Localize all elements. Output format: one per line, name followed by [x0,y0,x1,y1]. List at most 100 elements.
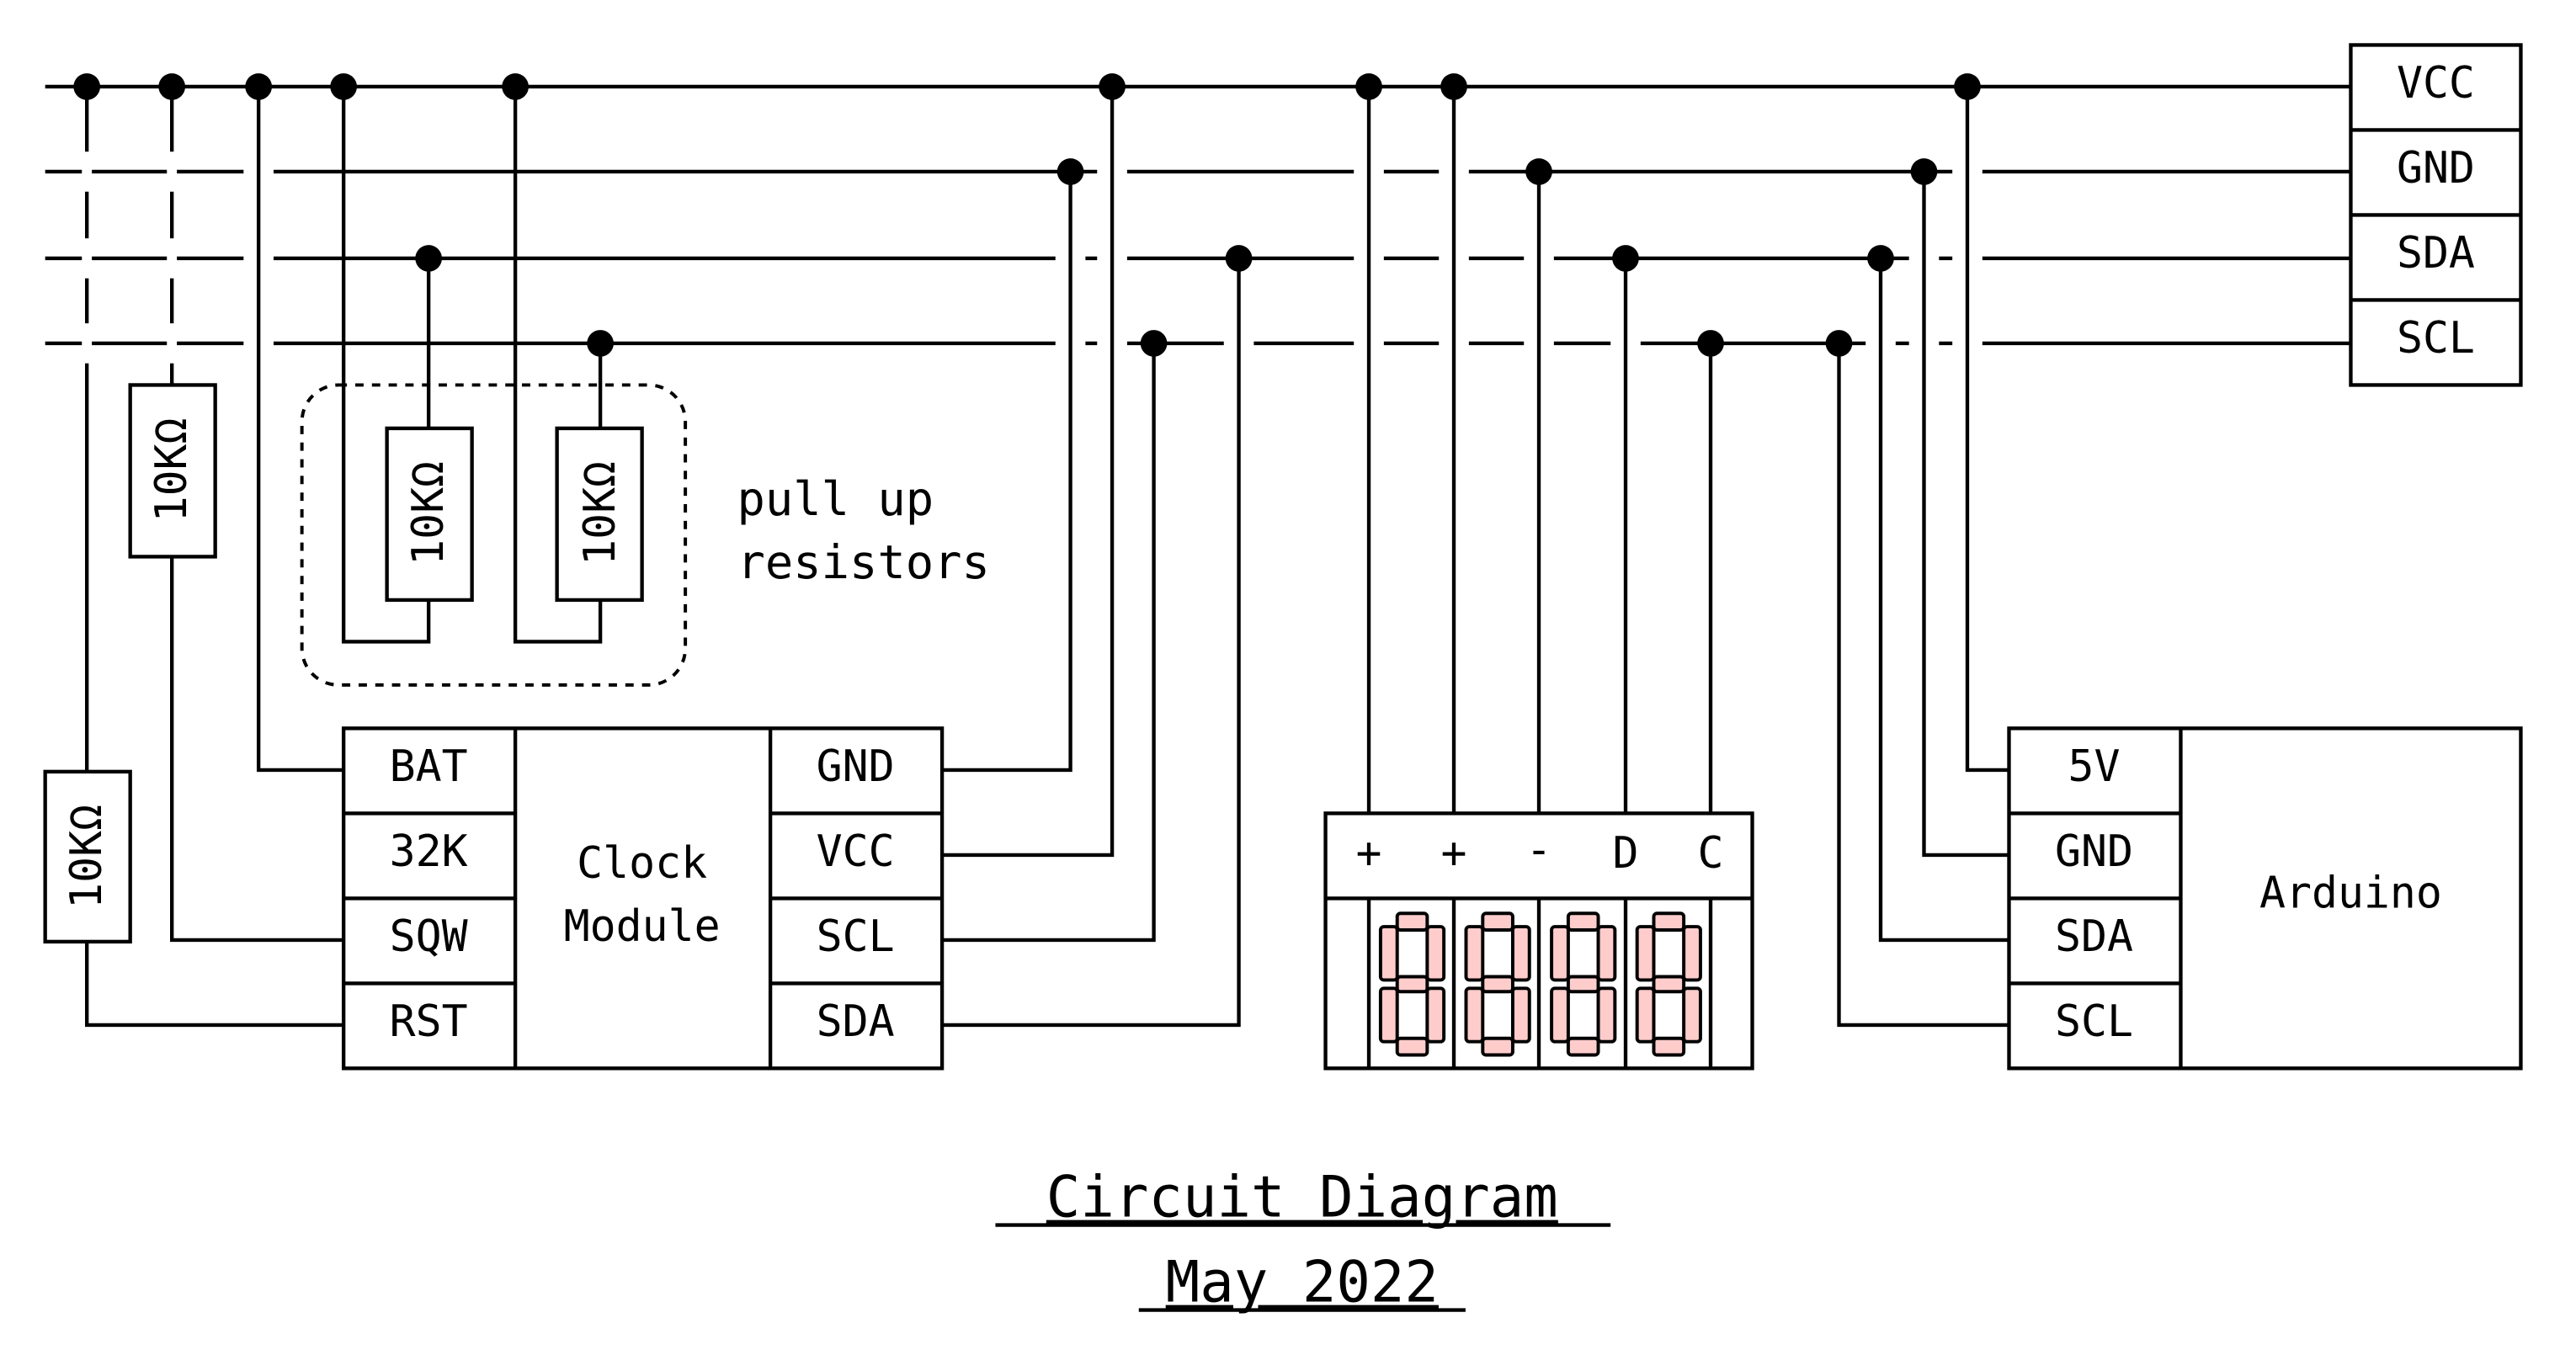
resistor-sqw: 10KΩ [128,383,217,559]
wires [45,73,2351,1028]
diagram-date: May 2022 [1166,1250,1439,1315]
segment [1395,1036,1429,1057]
junction-dot [1867,245,1894,272]
junction-dot [1954,73,1981,100]
resistor-label: 10KΩ [403,461,454,566]
junction-dot [1825,330,1853,357]
segment [1652,1036,1686,1057]
segment [1682,925,1702,982]
wire-crossing-gap [167,151,178,192]
seven-segment-digit [1550,911,1617,1057]
resistor-pullup-sda: 10KΩ [385,426,474,603]
clock-module: BAT 32K SQW RST GND VCC SCL SDA Clock Mo… [341,726,945,1071]
display-pin-plus-1: + [1356,828,1382,879]
junction-dot [1525,158,1552,185]
segment [1566,1036,1600,1057]
arduino-pin-scl: SCL [2055,996,2133,1047]
clock-module-name-2: Module [564,901,721,952]
bus-label-scl: SCL [2397,313,2475,364]
seven-segment-display: + + - D C [1323,811,1754,1071]
wire-bat [256,86,344,773]
pullup-group-outline [300,383,688,687]
wire-arduino-5v [1965,86,2009,773]
segment [1425,986,1446,1044]
wire-crossing-gap [82,323,93,364]
segment [1481,975,1514,994]
resistor-label: 10KΩ [146,417,197,522]
bus-label-box: VCC GND SDA SCL [2349,43,2523,387]
display-pin-d: D [1613,828,1639,879]
junction-dot [1697,330,1724,357]
segment [1550,925,1570,982]
junction-dot [502,73,529,100]
clock-module-name-1: Clock [577,838,707,889]
wire-crossing-gap [167,323,178,364]
segment [1395,911,1429,932]
junction-dot [1140,330,1168,357]
segment [1425,925,1446,982]
arduino-pin-5v: 5V [2068,741,2120,792]
resistor-label: 10KΩ [575,461,625,566]
wire-rst-lower [85,941,344,1028]
junction-dot [1225,245,1253,272]
segment [1652,911,1686,932]
wire-clock-vcc [942,86,1115,858]
clock-pin-bat: BAT [390,741,468,792]
bus-label-gnd: GND [2397,143,2475,194]
clock-pin-rst: RST [390,996,468,1047]
resistor-pullup-scl: 10KΩ [555,426,644,603]
seven-segment-digit [1464,911,1531,1057]
junction-dot [1056,158,1084,185]
segment [1464,986,1485,1044]
segment [1395,975,1429,994]
arduino: 5V GND SDA SCL Arduino [2007,726,2523,1071]
wire-clock-sda [942,258,1241,1028]
segment [1596,925,1617,982]
junction-dot [1440,73,1467,100]
display-pin-c: C [1698,828,1724,879]
segment [1481,911,1514,932]
segment [1378,925,1399,982]
segment [1596,986,1617,1044]
wire-crossing-gap [82,238,93,279]
clock-pin-32k: 32K [390,826,468,877]
junction-dot [1612,245,1639,272]
segment [1510,986,1531,1044]
clock-pin-sqw: SQW [390,911,468,962]
clock-pin-scl: SCL [817,911,895,962]
segment [1550,986,1570,1044]
diagram-title: Circuit Diagram [1046,1165,1558,1230]
clock-pin-sda: SDA [817,996,895,1047]
junction-dot [1910,158,1938,185]
arduino-name: Arduino [2259,868,2442,918]
junction-dot [73,73,101,100]
wire-arduino-gnd [1922,171,2009,858]
seven-segment-digit [1635,911,1702,1057]
segment [1464,925,1485,982]
resistor-rst: 10KΩ [43,769,132,944]
bus-label-vcc: VCC [2397,58,2475,109]
segment [1481,1036,1514,1057]
junction-dot [330,73,357,100]
segment [1652,975,1686,994]
clock-pin-vcc: VCC [817,826,895,877]
wire-pullup-scl [513,86,603,644]
display-pin-plus-2: + [1441,828,1467,879]
junction-dot [1355,73,1382,100]
wire-arduino-scl [1837,343,2009,1028]
pullup-note-line1: pull up [737,473,934,527]
wire-clock-scl [942,343,1156,943]
segment [1635,925,1656,982]
pullup-note-line2: resistors [737,536,990,590]
bus-label-sda: SDA [2397,228,2475,279]
wire-crossing-gap [167,238,178,279]
junction-dot [415,245,442,272]
segment [1566,975,1600,994]
segment [1566,911,1600,932]
wire-sqw-lower [169,556,344,943]
segment [1682,986,1702,1044]
seven-segment-digit [1378,911,1446,1057]
display-pin-minus: - [1526,825,1552,875]
junction-dot [158,73,186,100]
